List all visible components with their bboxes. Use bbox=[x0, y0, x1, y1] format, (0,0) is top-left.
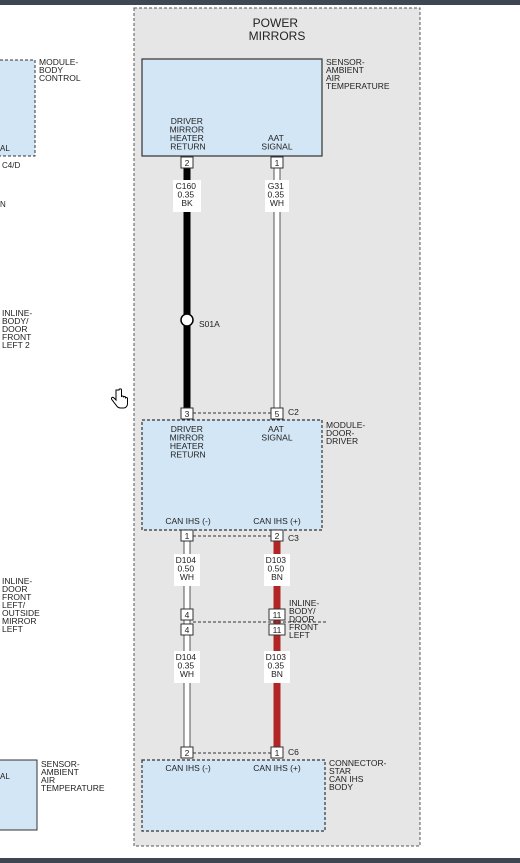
wire-label-d103-a: D103 0.50 BN bbox=[266, 555, 289, 582]
pin-module-top-left-number: 3 bbox=[185, 409, 190, 419]
star-can-plus-label: CAN IHS (+) bbox=[253, 763, 301, 773]
body-control-module-box[interactable] bbox=[0, 59, 36, 157]
pin-sensor-left bbox=[180, 156, 194, 169]
pin-module-bottom-right-number: 2 bbox=[275, 531, 280, 541]
door-driver-module-label: MODULE- DOOR- DRIVER bbox=[326, 420, 368, 446]
module-can-plus-label: CAN IHS (+) bbox=[253, 516, 301, 526]
wire-label-c160: C160 0.35 BK bbox=[176, 181, 199, 208]
connector-c3-label: C3 bbox=[288, 533, 299, 543]
pin-inline-right-a-number: 11 bbox=[273, 610, 282, 620]
pin-inline-left-b bbox=[180, 623, 194, 636]
pin-module-top-right-number: 5 bbox=[275, 409, 280, 419]
module-driver-pin-label: DRIVER MIRROR HEATER RETURN bbox=[170, 424, 207, 460]
pin-inline-left-b-number: 4 bbox=[185, 625, 190, 635]
sensor-driver-pin-label: DRIVER MIRROR HEATER RETURN bbox=[170, 116, 207, 152]
bottom-bar bbox=[0, 858, 520, 863]
body-control-fragment-al: AL bbox=[0, 144, 10, 153]
body-control-fragment-n: N bbox=[0, 200, 6, 209]
pin-star-right bbox=[270, 746, 284, 759]
pin-sensor-right-number: 1 bbox=[275, 158, 280, 168]
connector-c2-label: C2 bbox=[288, 407, 299, 417]
connector-star-label: CONNECTOR- STAR CAN IHS BODY bbox=[329, 758, 389, 792]
diagram-title: POWER MIRRORS bbox=[249, 16, 306, 43]
pin-module-top-right bbox=[270, 407, 284, 420]
wire-label-d104-a: D104 0.50 WH bbox=[176, 555, 199, 582]
pin-module-bottom-left bbox=[180, 529, 194, 542]
left-inline-body-door-label: INLINE- BODY/ DOOR FRONT LEFT 2 bbox=[2, 308, 35, 350]
top-bar bbox=[0, 0, 520, 5]
pin-inline-left-a bbox=[180, 608, 194, 621]
wire-label-d103-b: D103 0.35 BN bbox=[266, 652, 289, 679]
pin-inline-right-b-number: 11 bbox=[273, 625, 282, 635]
module-aat-pin-label: AAT SIGNAL bbox=[261, 424, 292, 443]
pin-module-bottom-right bbox=[270, 529, 284, 542]
star-can-minus-label: CAN IHS (-) bbox=[165, 763, 211, 773]
ambient-sensor-label: SENSOR- AMBIENT AIR TEMPERATURE bbox=[326, 57, 390, 91]
left-inline-door-mirror-label: INLINE- DOOR FRONT LEFT/ OUTSIDE MIRROR … bbox=[2, 576, 42, 634]
pin-inline-right-b bbox=[268, 623, 286, 636]
left-sensor-box[interactable] bbox=[0, 759, 38, 831]
body-control-fragment-c4d: C4/D bbox=[2, 161, 20, 170]
wire-label-g31: G31 0.35 WH bbox=[268, 181, 287, 208]
inline-body-door-right-label: INLINE- BODY/ DOOR FRONT LEFT bbox=[289, 598, 322, 640]
ambient-sensor-box[interactable] bbox=[141, 58, 323, 157]
pin-inline-right-a bbox=[268, 608, 286, 621]
connector-c6-label: C6 bbox=[288, 747, 299, 757]
pin-module-bottom-left-number: 1 bbox=[185, 531, 190, 541]
sensor-aat-pin-label: AAT SIGNAL bbox=[261, 133, 292, 152]
splice-s01a-label: S01A bbox=[199, 319, 220, 329]
module-can-minus-label: CAN IHS (-) bbox=[165, 516, 211, 526]
pin-star-left-number: 2 bbox=[185, 748, 190, 758]
hand-pointer-icon bbox=[110, 388, 128, 409]
body-control-label: MODULE- BODY CONTROL bbox=[39, 57, 81, 83]
pin-module-top-left bbox=[180, 407, 194, 420]
pin-star-right-number: 1 bbox=[275, 748, 280, 758]
left-sensor-fragment-al: AL bbox=[0, 772, 10, 781]
connector-star-box[interactable] bbox=[141, 759, 326, 832]
pin-sensor-right bbox=[270, 156, 284, 169]
pin-inline-left-a-number: 4 bbox=[185, 610, 190, 620]
door-driver-module-box[interactable] bbox=[141, 419, 323, 531]
splice-s01a[interactable] bbox=[180, 313, 194, 327]
pin-sensor-left-number: 2 bbox=[185, 158, 190, 168]
pin-star-left bbox=[180, 746, 194, 759]
left-sensor-label: SENSOR- AMBIENT AIR TEMPERATURE bbox=[41, 759, 105, 793]
wire-label-d104-b: D104 0.35 WH bbox=[176, 652, 199, 679]
